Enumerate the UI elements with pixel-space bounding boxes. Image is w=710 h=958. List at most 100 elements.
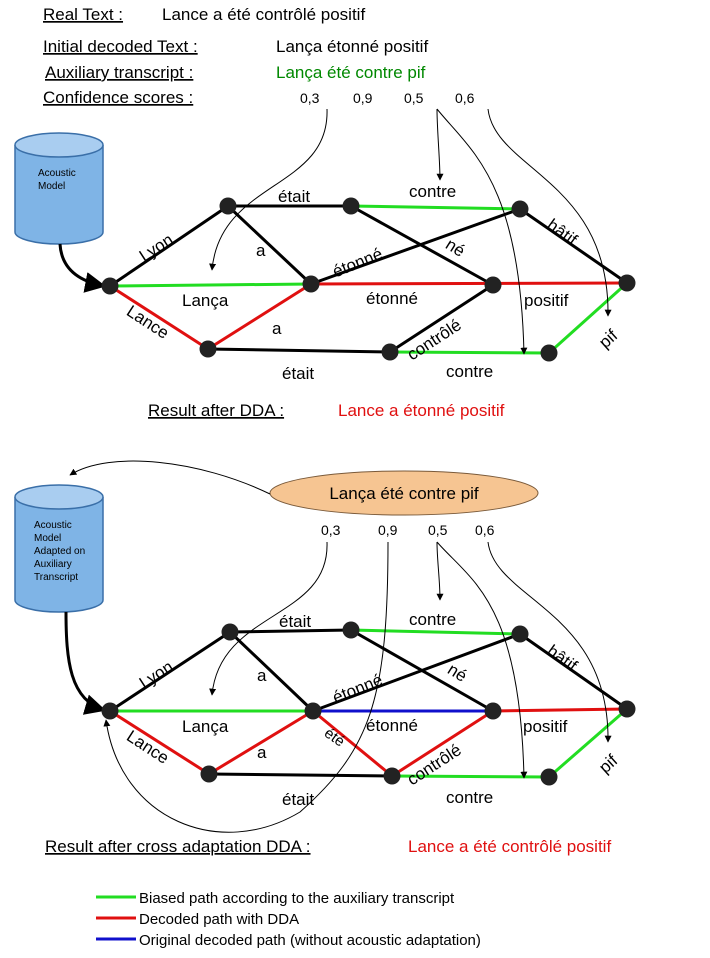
legend-label: Biased path according to the auxiliary t… <box>139 890 455 907</box>
lattice-node <box>101 702 119 720</box>
edge <box>226 204 313 286</box>
edge <box>349 204 522 211</box>
lattice-node <box>101 277 119 295</box>
edge <box>206 347 392 354</box>
legend-label: Decoded path with DDA <box>139 911 299 928</box>
confidence-arrow <box>487 108 612 317</box>
edge <box>207 772 394 778</box>
lattice-node <box>511 200 529 218</box>
edge-label: contre <box>446 362 493 381</box>
confidence-arrow <box>103 541 389 833</box>
edge <box>207 709 315 776</box>
confidence-score: 0,5 <box>404 90 424 106</box>
lattice-node <box>200 765 218 783</box>
edge-label: était <box>278 187 310 206</box>
model-label: Model <box>38 181 65 192</box>
model-label: Auxiliary <box>34 559 72 570</box>
header: Real Text : Lance a été contrôlé positif… <box>43 5 475 107</box>
result-label: Result after DDA : <box>148 401 284 420</box>
confidence-score: 0,3 <box>321 522 341 538</box>
lattice-node <box>302 275 320 293</box>
legend-label: Original decoded path (without acoustic … <box>139 932 481 949</box>
edge <box>309 281 629 286</box>
edge <box>108 284 210 351</box>
lattice-node <box>618 274 636 292</box>
lattice-node <box>381 343 399 361</box>
aux-transcript-value: Lança été contre pif <box>276 63 426 82</box>
edge-label: pif <box>595 751 621 777</box>
result-value: Lance a étonné positif <box>338 401 505 420</box>
lattice-node <box>540 768 558 786</box>
edge-label: Lance <box>123 727 172 768</box>
edge-label: était <box>279 612 311 631</box>
confidence-arrow <box>209 541 328 696</box>
edge <box>311 709 394 778</box>
confidence-arrow <box>209 108 328 271</box>
edge-label: contre <box>446 788 493 807</box>
edge <box>108 630 232 713</box>
edge <box>349 628 522 636</box>
adaptation-arrow <box>69 460 271 495</box>
edge-label: a <box>256 241 266 260</box>
edge-label: a <box>257 666 267 685</box>
lattice-node <box>484 276 502 294</box>
edge <box>108 709 211 776</box>
edge-label: Lance <box>123 302 172 343</box>
edge <box>388 283 495 354</box>
edge <box>228 630 315 713</box>
edge <box>390 709 495 778</box>
aux-bubble-text: Lança été contre pif <box>329 484 479 503</box>
edge-label: Lança <box>182 291 229 310</box>
initial-text-value: Lança étonné positif <box>276 37 428 56</box>
lattice-node <box>383 767 401 785</box>
edge-label: Lyon <box>136 657 177 693</box>
real-text-value: Lance a été contrôlé positif <box>162 5 365 24</box>
initial-text-label: Initial decoded Text : <box>43 37 198 56</box>
edge-label: étonné <box>366 289 418 308</box>
confidence-score: 0,3 <box>300 90 320 106</box>
edge-label: était <box>282 790 314 809</box>
model-label: Model <box>34 533 61 544</box>
edge <box>108 204 230 288</box>
model-arrow <box>64 611 107 715</box>
aux-transcript-bubble <box>269 470 539 516</box>
lattice-node <box>221 623 239 641</box>
confidence-arrow <box>436 108 528 355</box>
model-label: Acoustic <box>38 168 76 179</box>
edge-label: Lança <box>182 717 229 736</box>
edge-label: a <box>272 319 282 338</box>
lattice-node <box>304 702 322 720</box>
edge <box>547 707 629 779</box>
edge <box>108 282 313 288</box>
edge-label: hâtif <box>544 215 581 249</box>
edge-label: a <box>257 743 267 762</box>
confidence-arrow <box>436 541 528 779</box>
legend: Biased path according to the auxiliary t… <box>96 890 481 949</box>
top-lattice: Acoustic Model <box>14 108 636 420</box>
edge-label: Lyon <box>136 230 177 266</box>
edge-label: pif <box>595 326 621 352</box>
confidence-arrow <box>436 108 444 181</box>
acoustic-model-cylinder: Acoustic Model <box>14 132 104 245</box>
lattice-node <box>219 197 237 215</box>
edge <box>547 281 629 355</box>
lattice-node <box>618 700 636 718</box>
confidence-arrow <box>436 541 444 601</box>
aux-transcript-label: Auxiliary transcript : <box>45 63 193 82</box>
model-label: Acoustic <box>34 520 72 531</box>
edge-label: été <box>321 725 348 751</box>
confidence-arrow <box>487 541 612 743</box>
edge-label: contre <box>409 610 456 629</box>
edge-label: était <box>282 364 314 383</box>
edge <box>206 282 313 351</box>
edge-label: étonné <box>366 716 418 735</box>
edge-label: positif <box>523 717 568 736</box>
result-label: Result after cross adaptation DDA : <box>45 837 311 856</box>
confidence-score: 0,9 <box>353 90 373 106</box>
edge-label: contre <box>409 182 456 201</box>
confidence-score: 0,6 <box>475 522 495 538</box>
result-value: Lance a été contrôlé positif <box>408 837 611 856</box>
bottom-lattice: Lança été contre pif 0,3 0,9 0,5 0,6 Aco… <box>14 460 636 856</box>
edge <box>518 207 629 285</box>
